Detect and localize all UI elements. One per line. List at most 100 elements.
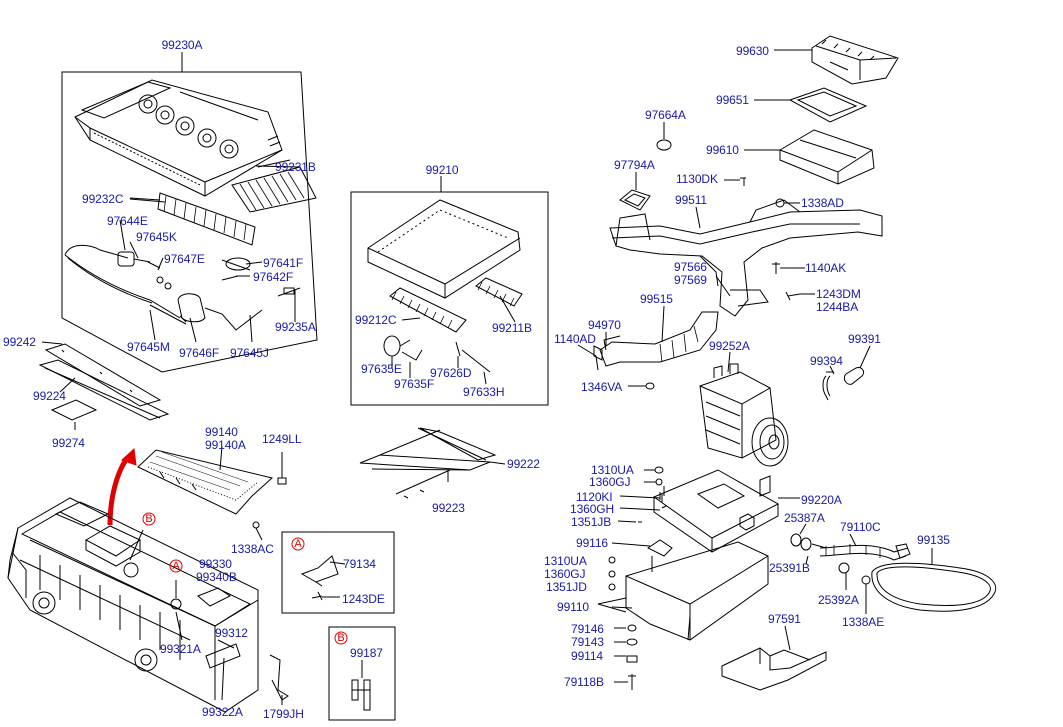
- part-label-99224[interactable]: 99224: [33, 389, 66, 403]
- part-label-25391b[interactable]: 25391B: [769, 561, 810, 575]
- part-label-99242[interactable]: 99242: [3, 335, 36, 349]
- part-label-1120ki[interactable]: 1120KI: [576, 490, 613, 504]
- part-label-99511[interactable]: 99511: [675, 193, 707, 207]
- part-label-99231b[interactable]: 99231B: [275, 160, 316, 174]
- base-hardware-drawing: [608, 556, 638, 690]
- part-label-99222[interactable]: 99222: [507, 457, 540, 471]
- part-label-79118b[interactable]: 79118B: [564, 675, 604, 689]
- part-label-99210[interactable]: 99210: [425, 163, 459, 177]
- part-label-99394[interactable]: 99394: [810, 354, 843, 368]
- part-label-1310ua-lower[interactable]: 1310UA: [544, 554, 587, 568]
- part-label-1130dk[interactable]: 1130DK: [676, 172, 718, 186]
- part-label-79146[interactable]: 79146: [571, 622, 604, 636]
- part-label-99312[interactable]: 99312: [215, 626, 248, 640]
- part-label-99651[interactable]: 99651: [716, 93, 749, 107]
- part-label-1243de[interactable]: 1243DE: [342, 592, 385, 606]
- part-label-99223[interactable]: 99223: [432, 501, 465, 515]
- part-label-1360gj-upper[interactable]: 1360GJ: [589, 475, 631, 489]
- part-label-99340b[interactable]: 99340B: [196, 570, 237, 584]
- part-label-1249ll[interactable]: 1249LL: [262, 432, 302, 446]
- part-label-79143[interactable]: 79143: [571, 635, 604, 649]
- part-label-97635f[interactable]: 97635F: [394, 377, 435, 391]
- red-arrow: [107, 455, 131, 526]
- part-label-97569[interactable]: 97569: [674, 273, 707, 287]
- part-label-99391[interactable]: 99391: [848, 332, 881, 346]
- bracket-97591-drawing: [721, 625, 827, 691]
- part-label-1360gh[interactable]: 1360GH: [570, 502, 615, 516]
- detail-box-b: [328, 626, 396, 721]
- part-label-99110[interactable]: 99110: [557, 600, 589, 614]
- part-label-1310ua-upper[interactable]: 1310UA: [591, 463, 634, 477]
- roof-housing-drawing: [74, 79, 283, 197]
- marker-a-bus-letter: A: [172, 560, 180, 572]
- part-label-97794a[interactable]: 97794A: [614, 158, 655, 172]
- part-label-99274[interactable]: 99274: [52, 436, 85, 450]
- part-label-97626d[interactable]: 97626D: [430, 366, 472, 380]
- marker-b-box: [334, 631, 348, 645]
- part-label-97645j[interactable]: 97645J: [230, 346, 269, 360]
- part-label-99114[interactable]: 99114: [571, 649, 603, 663]
- part-label-99230a[interactable]: 99230A: [161, 38, 203, 52]
- detail-box-a: [281, 531, 395, 614]
- part-label-99140[interactable]: 99140: [205, 425, 238, 439]
- part-label-99252a[interactable]: 99252A: [709, 339, 750, 353]
- part-label-1140ad[interactable]: 1140AD: [554, 332, 596, 346]
- part-label-1140ak[interactable]: 1140AK: [805, 261, 847, 275]
- part-label-25392a[interactable]: 25392A: [818, 593, 859, 607]
- part-label-1346va[interactable]: 1346VA: [581, 380, 623, 394]
- marker-a-bus: [169, 559, 183, 573]
- part-label-99322a[interactable]: 99322A: [202, 705, 243, 719]
- part-label-97591[interactable]: 97591: [768, 612, 801, 626]
- part-label-99135[interactable]: 99135: [917, 533, 950, 547]
- part-label-99212c[interactable]: 99212C: [355, 313, 397, 327]
- part-label-97645k[interactable]: 97645K: [136, 230, 177, 244]
- part-label-1351jb[interactable]: 1351JB: [571, 515, 612, 529]
- part-label-97647e[interactable]: 97647E: [164, 252, 205, 266]
- part-label-79110c[interactable]: 79110C: [840, 520, 881, 534]
- part-label-99630[interactable]: 99630: [736, 44, 769, 58]
- part-label-1351jd[interactable]: 1351JD: [546, 580, 587, 594]
- part-label-99116[interactable]: 99116: [576, 536, 608, 550]
- part-label-1244ba[interactable]: 1244BA: [816, 300, 859, 314]
- marker-a-box: [291, 537, 305, 551]
- filter-99140-drawing: [137, 445, 287, 541]
- part-label-99220a[interactable]: 99220A: [801, 493, 842, 507]
- part-label-97633h[interactable]: 97633H: [463, 385, 505, 399]
- part-label-99330[interactable]: 99330: [199, 557, 232, 571]
- roof-unit-frame: [61, 71, 318, 373]
- part-label-97635e[interactable]: 97635E: [361, 362, 402, 376]
- part-label-99235a[interactable]: 99235A: [275, 320, 316, 334]
- part-label-1799jh[interactable]: 1799JH: [263, 707, 304, 721]
- part-label-97644e[interactable]: 97644E: [107, 214, 148, 228]
- part-label-1338ae[interactable]: 1338AE: [842, 615, 885, 629]
- part-label-97642f[interactable]: 97642F: [253, 270, 294, 284]
- part-label-25387a[interactable]: 25387A: [784, 511, 825, 525]
- hose-and-belt-drawing: [790, 523, 996, 614]
- part-label-99187[interactable]: 99187: [350, 646, 383, 660]
- roof-unit-group: [61, 52, 318, 373]
- part-label-97645m[interactable]: 97645M: [127, 340, 170, 354]
- evaporator-coil-drawing: [129, 192, 256, 246]
- part-label-99321a[interactable]: 99321A: [160, 642, 201, 656]
- part-label-1338ac[interactable]: 1338AC: [231, 542, 274, 556]
- part-label-99515[interactable]: 99515: [640, 292, 673, 306]
- part-label-79134[interactable]: 79134: [343, 557, 376, 571]
- marker-b-bus: [142, 512, 156, 526]
- part-label-99232c[interactable]: 99232C: [82, 192, 124, 206]
- part-label-97566[interactable]: 97566: [674, 260, 707, 274]
- part-label-99610[interactable]: 99610: [706, 143, 739, 157]
- part-label-1243dm[interactable]: 1243DM: [816, 287, 861, 301]
- bus-drawing: [7, 497, 289, 713]
- part-label-97664a[interactable]: 97664A: [645, 108, 686, 122]
- part-label-99211b[interactable]: 99211B: [492, 321, 532, 335]
- part-label-1360gj-lower[interactable]: 1360GJ: [544, 567, 586, 581]
- part-label-1338ad[interactable]: 1338AD: [801, 196, 844, 210]
- roof-rails-drawing: [38, 341, 170, 430]
- part-label-94970[interactable]: 94970: [588, 318, 621, 332]
- part-label-97641f[interactable]: 97641F: [263, 256, 304, 270]
- fittings-99391-drawing: [822, 345, 871, 401]
- marker-a-box-letter: A: [294, 538, 302, 550]
- part-label-99140a[interactable]: 99140A: [205, 438, 246, 452]
- part-label-97646f[interactable]: 97646F: [179, 346, 220, 360]
